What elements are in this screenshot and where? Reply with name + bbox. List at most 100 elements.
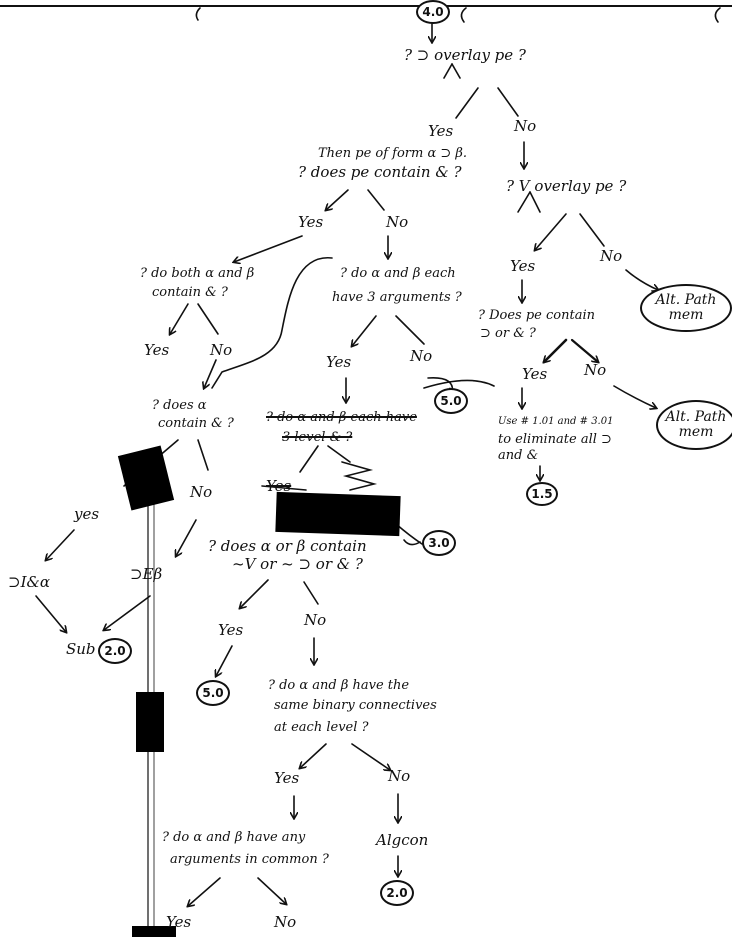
redaction-blot-3 [136, 692, 164, 752]
struck-question-1: ? do α and β each have [266, 410, 417, 426]
arrow-top-yes [456, 88, 478, 118]
node-40: 4.0 [416, 0, 450, 24]
q-does-alpha-1: ? does α [152, 398, 207, 414]
arrow-to-alt-path-1 [626, 270, 658, 290]
arrow-to-do-both [234, 236, 302, 262]
q-common-2: arguments in common ? [170, 852, 329, 868]
label-yes-both: Yes [144, 342, 169, 358]
text-use-2: to eliminate all ⊃ [498, 432, 612, 448]
arrow-contain-no [572, 340, 598, 362]
label-yes-3args: Yes [326, 354, 351, 370]
label-algcon: Algcon [376, 832, 428, 848]
top-brace-1 [196, 8, 200, 20]
arrow-contain-yes [544, 340, 566, 362]
split-right-stroke [452, 64, 460, 78]
node-15: 1.5 [526, 482, 558, 506]
node-sub-20: 2.0 [98, 638, 132, 664]
node-20b: 2.0 [380, 880, 414, 906]
struck-question-2: 3 level & ? [282, 430, 352, 446]
q-right-contain-2: ⊃ or & ? [480, 326, 536, 342]
arrow-neg-no [304, 582, 318, 604]
arrow-right-to-sub [104, 596, 150, 630]
arrow-common-no [258, 878, 286, 904]
label-no-top: No [514, 118, 536, 134]
label-no-alpha: No [190, 484, 212, 500]
label-yes-neg: Yes [218, 622, 243, 638]
arrow-alpha-no [198, 440, 208, 470]
arrow-same-yes [300, 744, 326, 768]
arrow-left-to-sub [36, 596, 66, 632]
arrow-both-yes [170, 304, 188, 334]
text-then: Then pe of form α ⊃ β. [318, 146, 467, 162]
output-impl-intro: ⊃I&α [8, 574, 50, 590]
label-no-3args: No [410, 348, 432, 364]
label-yes-top: Yes [428, 123, 453, 139]
label-sub: Sub [66, 641, 96, 657]
q-common-1: ? do α and β have any [162, 830, 305, 846]
q-3args-1: ? do α and β each [340, 266, 456, 282]
struck-node-30: 3.0 [422, 530, 456, 556]
output-impl-elim: ⊃Eβ [130, 566, 162, 582]
arrow-contain-yes-left [326, 190, 348, 210]
q-does-pe-contain: ? does pe contain & ? [298, 164, 461, 180]
q-do-both-2: contain & ? [152, 285, 228, 301]
arrow-both-no [198, 304, 218, 334]
arrow-same-no [352, 744, 390, 770]
text-use-3: and & [498, 448, 538, 464]
q-overlay: ? ⊃ overlay pe ? [404, 47, 526, 63]
node-50a: 5.0 [434, 388, 468, 414]
struck-fork-left [300, 446, 318, 472]
struck-yes: Yes [266, 478, 291, 494]
arrow-vee-no [580, 214, 604, 246]
q-vee-overlay: ? V overlay pe ? [506, 178, 626, 194]
top-brace-3 [715, 8, 720, 22]
arrow-to-50b [216, 646, 232, 676]
q-do-both-1: ? do both α and β [140, 266, 254, 282]
q-same-2: same binary connectives [274, 698, 437, 714]
vee-split-left [518, 192, 530, 212]
label-no-contain: No [386, 214, 408, 230]
label-yes-vee: Yes [510, 258, 535, 274]
q-same-3: at each level ? [274, 720, 369, 736]
label-yes-common: Yes [166, 914, 191, 930]
arrow-to-out-right [176, 520, 196, 556]
arrow-neg-yes [240, 580, 268, 608]
arrow-3args-no [396, 316, 424, 344]
label-no-right-contain: No [584, 362, 606, 378]
node-50b: 5.0 [196, 680, 230, 706]
arrow-3args-yes [352, 316, 376, 346]
label-yes-right-contain: Yes [522, 366, 547, 382]
q-right-contain-1: ? Does pe contain [478, 308, 595, 324]
struck-fork-right [328, 446, 350, 462]
arrow-top-no [498, 88, 518, 116]
scribble-struck-3 [396, 524, 422, 544]
label-yes-alpha: yes [74, 506, 99, 522]
split-left-stroke [444, 64, 452, 78]
q-neg-2: ~V or ~ ⊃ or & ? [232, 556, 363, 572]
q-neg-1: ? does α or β contain [208, 538, 367, 554]
q-does-alpha-2: contain & ? [158, 416, 234, 432]
label-yes-contain: Yes [298, 214, 323, 230]
label-no-both: No [210, 342, 232, 358]
label-no-vee: No [600, 248, 622, 264]
q-same-1: ? do α and β have the [268, 678, 409, 694]
vee-split-right [530, 192, 540, 212]
text-use-1: Use # 1.01 and # 3.01 [498, 414, 613, 430]
label-yes-same: Yes [274, 770, 299, 786]
scribble-near-50a [424, 380, 494, 388]
arrow-common-yes [188, 878, 220, 906]
label-no-same: No [388, 768, 410, 784]
arrow-to-alt-path-2 [614, 386, 656, 408]
arrow-contain-no-left [368, 190, 384, 210]
q-3args-2: have 3 arguments ? [332, 290, 462, 306]
redaction-blot-2 [275, 492, 400, 536]
label-no-neg: No [304, 612, 326, 628]
top-brace-2 [461, 8, 466, 22]
scribble-struck-1 [342, 462, 374, 490]
label-no-common: No [274, 914, 296, 930]
arrow-vee-yes [535, 214, 566, 250]
